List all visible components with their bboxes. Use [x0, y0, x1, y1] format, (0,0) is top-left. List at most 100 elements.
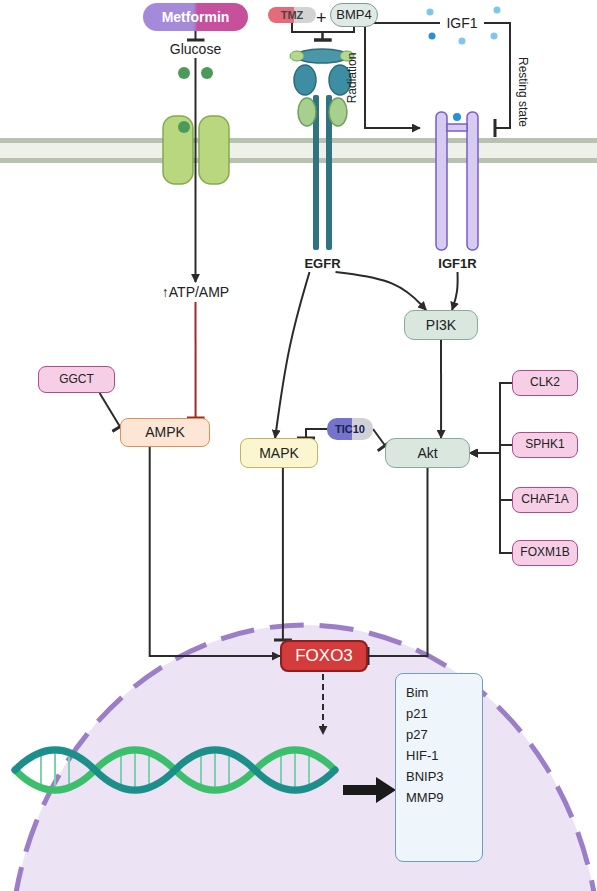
node-label: Akt — [417, 445, 437, 461]
node-label: p27 — [406, 724, 428, 745]
node-label: BMP4 — [336, 8, 371, 23]
node-label: EGFR — [304, 257, 340, 272]
nucleus — [10, 625, 597, 891]
activation-connector — [275, 272, 309, 438]
cell-membrane — [0, 138, 597, 163]
protein-pill: CHAF1A — [512, 487, 578, 513]
glucose-transporter — [199, 116, 229, 184]
node-label: AMPK — [145, 424, 185, 440]
node-label: PI3K — [426, 317, 456, 333]
inhibition-connector — [484, 23, 510, 128]
activation-connector — [195, 58, 197, 282]
ligand-molecule — [491, 33, 498, 40]
receptor: IGF1R — [420, 108, 495, 272]
node-label: FOXM1B — [520, 546, 569, 560]
inhibition-connector — [368, 468, 428, 656]
dna-rung — [148, 755, 150, 785]
ligand-molecule — [429, 33, 436, 40]
dna-rung — [308, 755, 310, 785]
activation-connector — [452, 272, 458, 310]
node-label: TIC10 — [335, 423, 365, 436]
node-label: HIF-1 — [406, 745, 439, 766]
dna-rung — [200, 755, 202, 785]
kinase-box: PI3K — [404, 310, 478, 340]
inhibition-connector — [373, 429, 385, 446]
plus-sign: + — [316, 8, 327, 29]
node-label: GGCT — [59, 373, 94, 387]
activation-connector — [470, 383, 512, 453]
node-label: p21 — [406, 703, 428, 724]
ligand-molecule — [494, 7, 501, 14]
drug-pill: TIC10 — [327, 418, 373, 440]
inhibition-connector — [100, 393, 120, 427]
glucose-molecule — [201, 67, 213, 79]
cell-membrane-core — [0, 143, 597, 158]
protein-pill: SPHK1 — [512, 432, 578, 458]
receptor-link — [447, 124, 467, 131]
node-label: ↑ATP/AMP — [162, 284, 229, 300]
ligand-molecule — [459, 38, 466, 45]
activation-connector — [440, 340, 442, 438]
dna-rung — [214, 750, 216, 790]
dna-rung — [294, 750, 296, 790]
activation-connector — [336, 272, 427, 310]
metabolite-label: Glucose — [163, 40, 228, 58]
dna-strand — [15, 750, 335, 790]
bound-ligand — [453, 113, 461, 121]
receptor-chain — [467, 112, 478, 250]
node-label: Bim — [406, 682, 428, 703]
activation-connector — [470, 445, 512, 453]
connectors — [100, 23, 512, 656]
edge-label: Radiation — [345, 53, 359, 104]
node-label: SPHK1 — [525, 438, 564, 452]
inhibition-connector — [306, 429, 327, 438]
receptor-chain — [436, 112, 447, 250]
dna-rung — [280, 755, 282, 785]
dna-rung — [120, 755, 122, 785]
kinase-box: AMPK — [120, 418, 210, 447]
dna-rung — [228, 755, 230, 785]
inhibition-connector — [195, 31, 197, 40]
drug-pill: TMZ — [268, 7, 316, 23]
activation-connector — [470, 453, 512, 500]
inhibition-connector — [282, 468, 284, 640]
activation-connector — [470, 453, 512, 553]
kinase-box: Akt — [385, 438, 470, 468]
node-label: Metformin — [162, 9, 230, 25]
ligand-molecule — [427, 9, 434, 16]
kinase-box: MAPK — [240, 438, 318, 468]
ligand-label: IGF1 — [440, 14, 484, 32]
transcription-factor-box: FOXO3 — [280, 640, 368, 672]
glucose-transporter — [163, 116, 193, 184]
receptor-domain — [298, 98, 316, 126]
node-label: BNIP3 — [406, 766, 444, 787]
node-label: IGF1R — [438, 257, 476, 272]
glucose-molecule — [178, 67, 190, 79]
node-label: IGF1 — [446, 15, 477, 31]
node-label: TMZ — [281, 9, 304, 22]
dna-rung — [54, 750, 56, 790]
activation-connector — [150, 447, 280, 656]
metabolite-label: ↑ATP/AMP — [148, 282, 243, 302]
activation-connector — [365, 23, 440, 128]
node-label: CHAF1A — [521, 493, 568, 507]
inhibition-connector — [195, 302, 197, 418]
protein-pill: FOXM1B — [512, 540, 578, 566]
receptor-domain — [329, 98, 347, 126]
glucose-molecule — [178, 121, 190, 133]
edge-label: Resting state — [516, 57, 530, 127]
inhibition-connector — [323, 27, 355, 40]
drug-pill: Metformin — [143, 3, 248, 31]
dna-rung — [40, 755, 42, 785]
target-gene-box: Bimp21p27HIF-1BNIP3MMP9 — [395, 673, 483, 862]
receptor-domain — [294, 65, 316, 95]
dna-rung — [68, 755, 70, 785]
node-label: Glucose — [170, 41, 221, 57]
transcription-arrow — [322, 674, 324, 734]
node-label: MMP9 — [406, 787, 444, 808]
dna-strand — [15, 750, 335, 790]
